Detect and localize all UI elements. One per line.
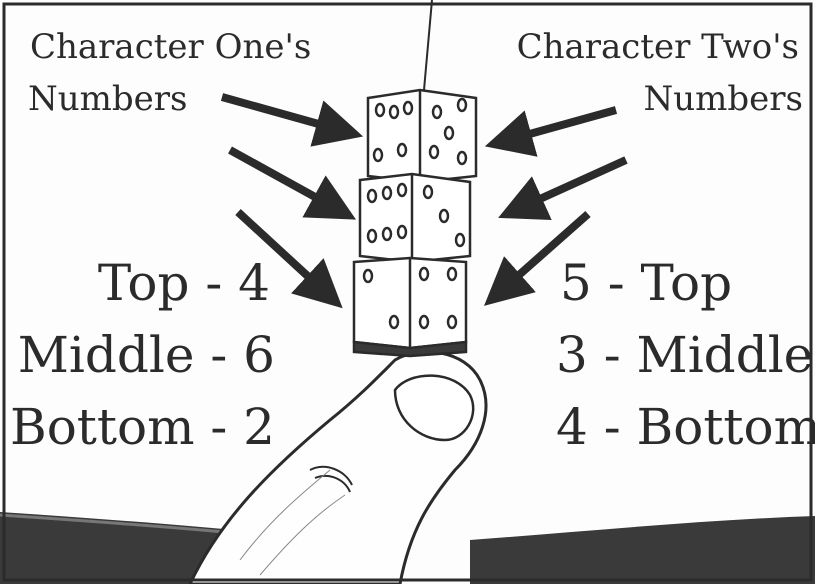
char-two-middle: 3 - Middle bbox=[556, 330, 813, 380]
char-one-middle: Middle - 6 bbox=[18, 330, 275, 380]
arrow-left-top bbox=[222, 97, 340, 130]
arrow-right-middle bbox=[520, 160, 626, 208]
string bbox=[424, 0, 432, 90]
dice-stack bbox=[354, 90, 476, 356]
left-header-line1: Character One's bbox=[30, 30, 311, 64]
die-top bbox=[368, 90, 476, 182]
char-one-top: Top - 4 bbox=[98, 258, 270, 308]
die-bottom bbox=[354, 258, 466, 356]
left-header-line2: Numbers bbox=[28, 82, 187, 116]
table-shadow-right bbox=[470, 516, 815, 584]
arrow-right-top bbox=[508, 110, 616, 140]
char-one-bottom: Bottom - 2 bbox=[10, 402, 275, 452]
char-two-top: 5 - Top bbox=[560, 258, 732, 308]
die-middle bbox=[360, 174, 470, 262]
right-header-line1: Character Two's bbox=[517, 30, 799, 64]
char-two-bottom: 4 - Bottom bbox=[556, 402, 815, 452]
right-header-line2: Numbers bbox=[644, 82, 803, 116]
arrow-left-middle bbox=[230, 150, 335, 208]
